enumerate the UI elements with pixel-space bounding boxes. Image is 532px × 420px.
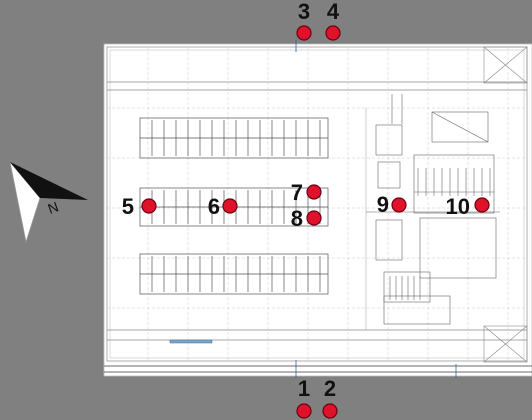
marker-dot-9[interactable] — [391, 197, 407, 213]
drain-channel — [169, 339, 213, 344]
north-arrow-icon: N — [9, 161, 88, 244]
marker-dot-10[interactable] — [474, 197, 490, 213]
marker-dot-4[interactable] — [325, 25, 341, 41]
marker-label-8: 8 — [291, 206, 303, 231]
parking-stalls — [139, 117, 329, 295]
marker-label-6: 6 — [208, 194, 220, 219]
marker-label-4: 4 — [327, 0, 340, 24]
marker-label-1: 1 — [298, 376, 310, 401]
marker-label-5: 5 — [122, 194, 134, 219]
column-grid — [107, 47, 527, 361]
marker-dot-3[interactable] — [296, 25, 312, 41]
plan-sheet — [103, 43, 532, 377]
service-rooms — [365, 94, 500, 330]
marker-dot-1[interactable] — [296, 403, 312, 419]
marker-label-3: 3 — [298, 0, 310, 24]
entrance-ticks — [295, 40, 457, 378]
marker-dot-8[interactable] — [306, 210, 322, 226]
marker-dot-6[interactable] — [222, 198, 238, 214]
marker-dot-2[interactable] — [322, 403, 338, 419]
marker-label-7: 7 — [291, 180, 303, 205]
marker-label-2: 2 — [324, 376, 336, 401]
marker-label-10: 10 — [446, 194, 470, 219]
svg-text:N: N — [46, 198, 61, 216]
stair-core — [483, 46, 528, 363]
marker-dot-7[interactable] — [306, 184, 322, 200]
marker-dot-5[interactable] — [141, 198, 157, 214]
marker-label-9: 9 — [377, 192, 389, 217]
